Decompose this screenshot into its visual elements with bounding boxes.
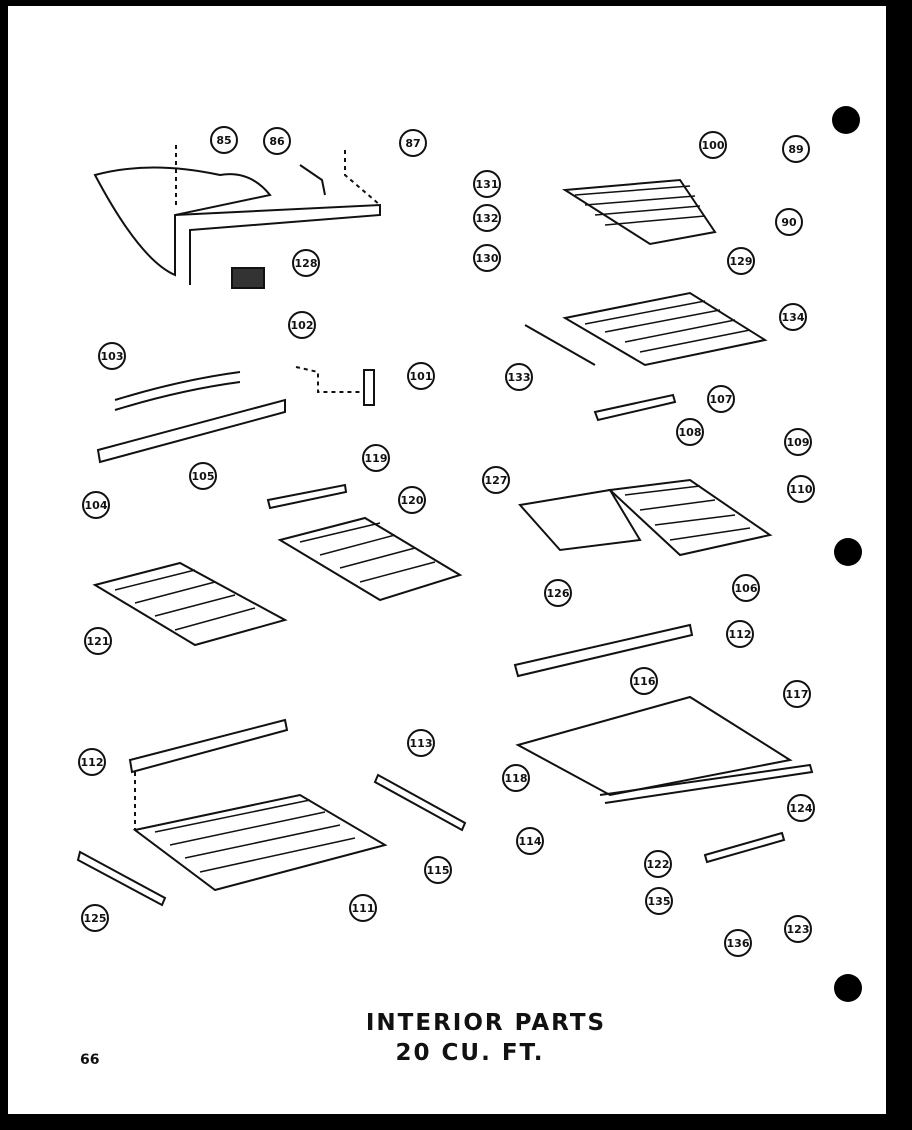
callout-104: 104 xyxy=(85,499,108,512)
callout-126: 126 xyxy=(547,587,570,600)
callout-112-right: 112 xyxy=(729,628,752,641)
callout-89: 89 xyxy=(788,143,803,156)
callout-122: 122 xyxy=(647,858,670,871)
rail-part-104 xyxy=(96,398,286,464)
binder-hole-middle xyxy=(834,538,862,566)
shelf-part-106 xyxy=(607,478,773,557)
callout-101: 101 xyxy=(410,370,433,383)
rail-part-113 xyxy=(373,773,467,832)
callout-121: 121 xyxy=(87,635,110,648)
callout-135: 135 xyxy=(648,895,671,908)
callout-123: 123 xyxy=(787,923,810,936)
callout-131: 131 xyxy=(476,178,499,191)
binder-hole-bottom xyxy=(834,974,862,1002)
callout-86: 86 xyxy=(269,135,285,148)
callout-118: 118 xyxy=(505,772,528,785)
diagram-title: INTERIOR PARTS xyxy=(365,1010,607,1036)
frame-part-106a xyxy=(518,488,642,552)
binder-hole-top xyxy=(832,106,860,134)
parts-drawing xyxy=(76,145,814,907)
callout-134: 134 xyxy=(782,311,805,324)
callout-circles xyxy=(78,126,815,957)
rail-part-122 xyxy=(703,831,786,864)
callout-102: 102 xyxy=(291,319,314,332)
grille-part-128 xyxy=(231,267,265,289)
top-border xyxy=(0,0,912,6)
callout-110: 110 xyxy=(790,483,813,496)
rod-part-133 xyxy=(524,324,596,366)
callout-136: 136 xyxy=(727,937,750,950)
callout-117: 117 xyxy=(786,688,809,701)
bracket-part-86 xyxy=(299,164,326,196)
callout-119: 119 xyxy=(365,452,388,465)
rail-part-112-right xyxy=(513,623,694,678)
bracket-part-125 xyxy=(76,850,167,907)
leader-87 xyxy=(344,150,381,206)
shelf-part-129 xyxy=(561,178,717,246)
bottom-border xyxy=(0,1114,912,1130)
page-number: 66 xyxy=(80,1052,100,1068)
callout-130: 130 xyxy=(476,252,499,265)
rail-part-112-left xyxy=(128,718,289,774)
callout-85: 85 xyxy=(216,134,231,147)
cabinet-duct-part xyxy=(174,203,381,285)
cabinet-liner-part xyxy=(93,166,272,277)
right-border xyxy=(886,0,912,1130)
callout-112-left: 112 xyxy=(81,756,104,769)
callout-100: 100 xyxy=(702,139,725,152)
callout-107: 107 xyxy=(710,393,733,406)
rail-part-107 xyxy=(593,393,677,422)
callout-90: 90 xyxy=(781,216,797,229)
callout-108: 108 xyxy=(679,426,702,439)
shelf-part-120 xyxy=(277,516,463,602)
callout-103: 103 xyxy=(101,350,124,363)
callout-106: 106 xyxy=(735,582,758,595)
callout-105: 105 xyxy=(192,470,215,483)
trim-part-124 xyxy=(599,763,814,804)
rail-part-119 xyxy=(266,483,348,510)
callout-128: 128 xyxy=(295,257,318,270)
callout-114: 114 xyxy=(519,835,542,848)
callout-113: 113 xyxy=(410,737,433,750)
callout-111: 111 xyxy=(352,902,375,915)
callout-133: 133 xyxy=(508,371,531,384)
callout-116: 116 xyxy=(633,675,656,688)
callout-125: 125 xyxy=(84,912,107,925)
bracket-part-101 xyxy=(363,369,375,406)
left-border xyxy=(0,0,8,1130)
callout-127: 127 xyxy=(485,474,508,487)
callout-115: 115 xyxy=(427,864,450,877)
shelf-part-134 xyxy=(562,291,768,367)
shelf-part-121 xyxy=(92,561,288,647)
diagram-subtitle: 20 CU. FT. xyxy=(395,1040,545,1066)
callout-87: 87 xyxy=(405,137,420,150)
callout-129: 129 xyxy=(730,255,753,268)
strip-part-103 xyxy=(114,371,241,401)
callout-132: 132 xyxy=(476,212,499,225)
callout-120: 120 xyxy=(401,494,424,507)
callout-labels: 85 86 87 100 89 131 132 130 129 90 128 1… xyxy=(81,134,813,950)
callout-109: 109 xyxy=(787,436,810,449)
callout-124: 124 xyxy=(790,802,813,815)
shelf-part-117 xyxy=(515,695,793,797)
